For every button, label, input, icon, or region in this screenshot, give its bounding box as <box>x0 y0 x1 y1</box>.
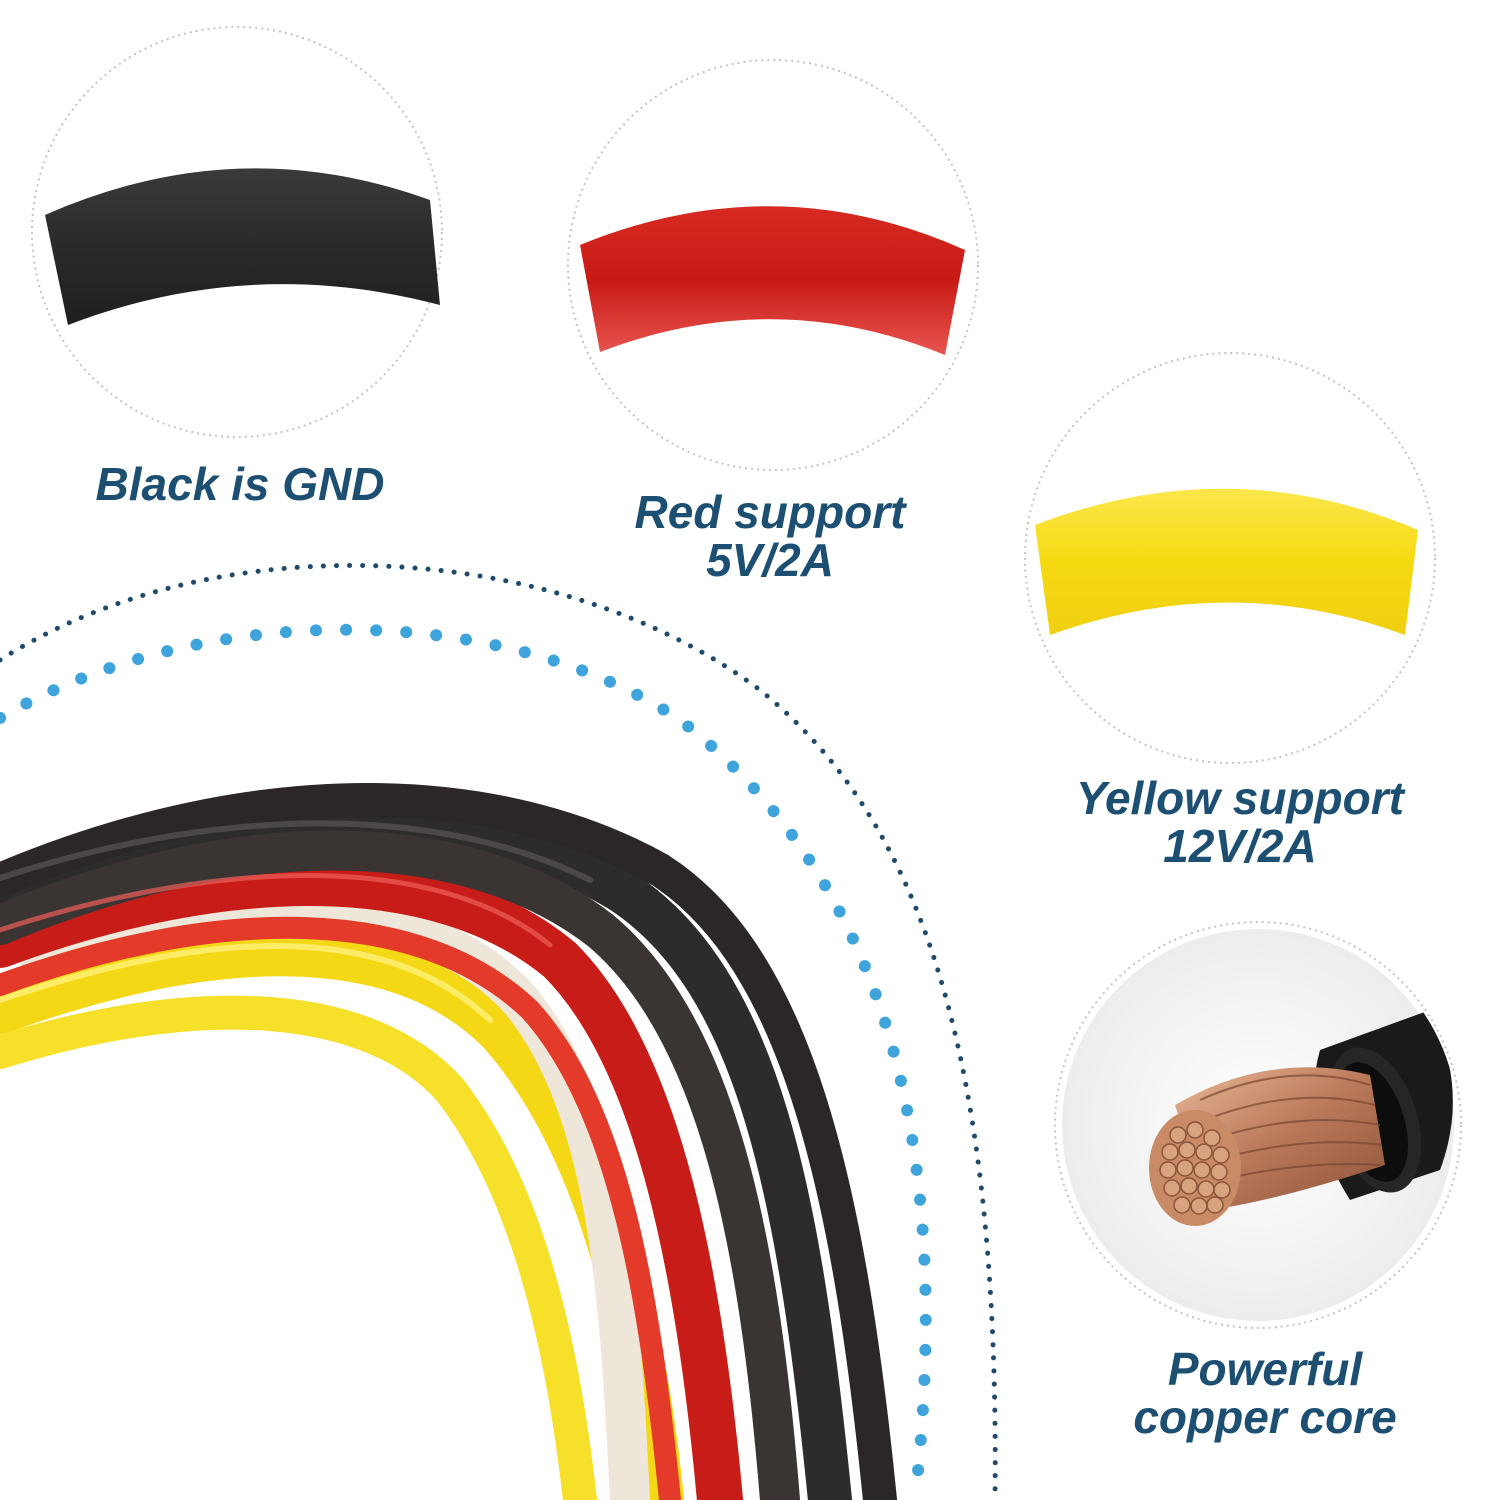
copper-core-icon <box>1149 1010 1453 1226</box>
decorative-dotted-arcs <box>0 562 998 1500</box>
label-copper-line-2: copper core <box>1133 1391 1397 1443</box>
black-wire-icon <box>45 168 440 325</box>
label-red-line-1: Red support <box>634 486 906 538</box>
red-wire-circle <box>567 59 979 471</box>
yellow-wire-icon <box>1035 488 1418 635</box>
label-black-line-1: Black is GND <box>95 458 385 510</box>
black-wire-circle <box>31 26 443 438</box>
wire-bundle-icon <box>0 783 897 1500</box>
copper-core-circle <box>1054 921 1462 1329</box>
label-yellow: Yellow support 12V/2A <box>1030 774 1450 870</box>
label-black: Black is GND <box>40 460 440 508</box>
light-dotted-arc <box>0 623 932 1500</box>
yellow-wire-circle <box>1024 352 1436 764</box>
label-red-line-2: 5V/2A <box>706 534 834 586</box>
label-copper-line-1: Powerful <box>1167 1343 1363 1395</box>
label-yellow-line-1: Yellow support <box>1076 772 1404 824</box>
label-yellow-line-2: 12V/2A <box>1163 820 1317 872</box>
red-wire-icon <box>580 206 965 355</box>
label-copper: Powerful copper core <box>1060 1345 1470 1441</box>
label-red: Red support 5V/2A <box>570 488 970 584</box>
